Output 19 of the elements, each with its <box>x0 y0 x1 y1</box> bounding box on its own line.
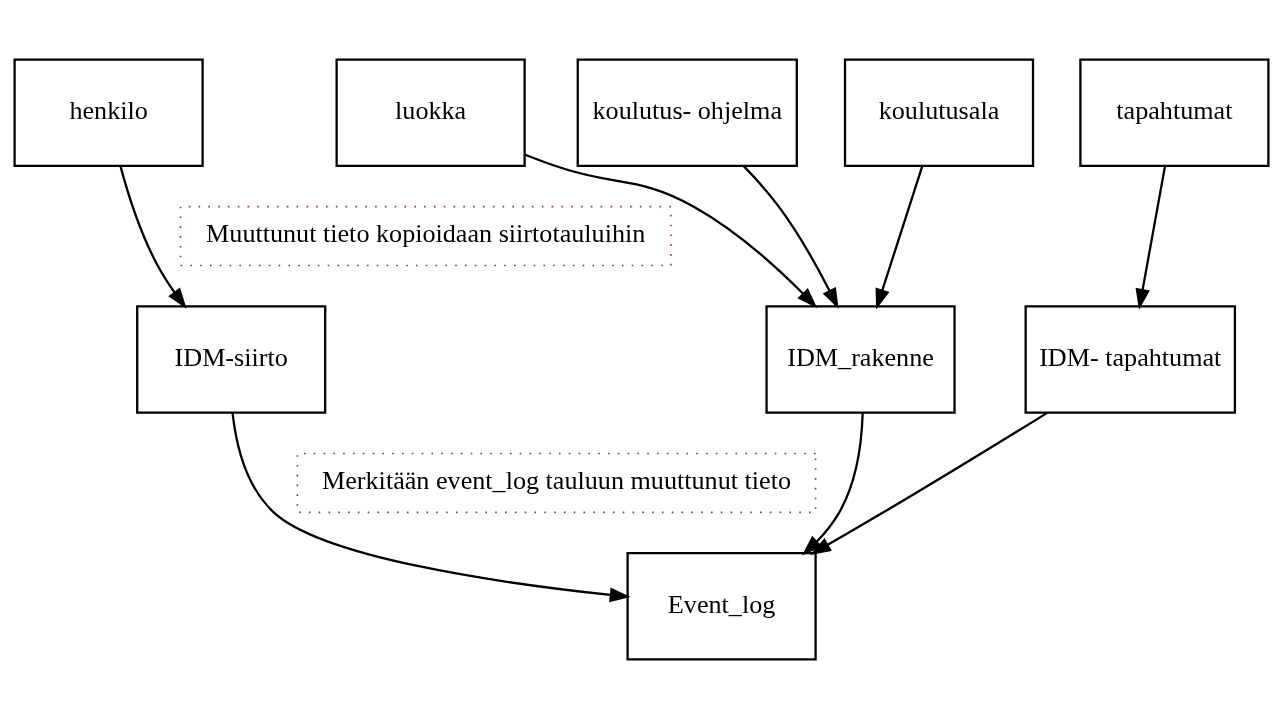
node-box: Merkitään event_log tauluun muuttunut tieto <box>296 452 817 513</box>
arrow <box>875 165 924 310</box>
arrow <box>802 412 864 556</box>
node-box: IDM_rakenne <box>765 304 956 414</box>
arrow <box>119 165 187 309</box>
node-box: henkilo <box>13 57 204 167</box>
node-box: Event_log <box>626 551 817 661</box>
node-box: luokka <box>335 57 526 167</box>
node-box: koulutus- ohjelma <box>576 57 798 167</box>
arrow <box>742 164 839 309</box>
node-box: tapahtumat <box>1079 57 1270 167</box>
node-box: IDM- tapahtumat <box>1024 304 1237 414</box>
arrow <box>810 411 1048 555</box>
node-box: Muuttunut tieto kopioidaan siirtotauluihin <box>179 205 672 266</box>
arrow <box>231 412 631 602</box>
arrow <box>524 153 818 308</box>
node-box: IDM-siirto <box>136 304 327 414</box>
arrow <box>1135 165 1167 310</box>
node-box: koulutusala <box>843 57 1035 167</box>
